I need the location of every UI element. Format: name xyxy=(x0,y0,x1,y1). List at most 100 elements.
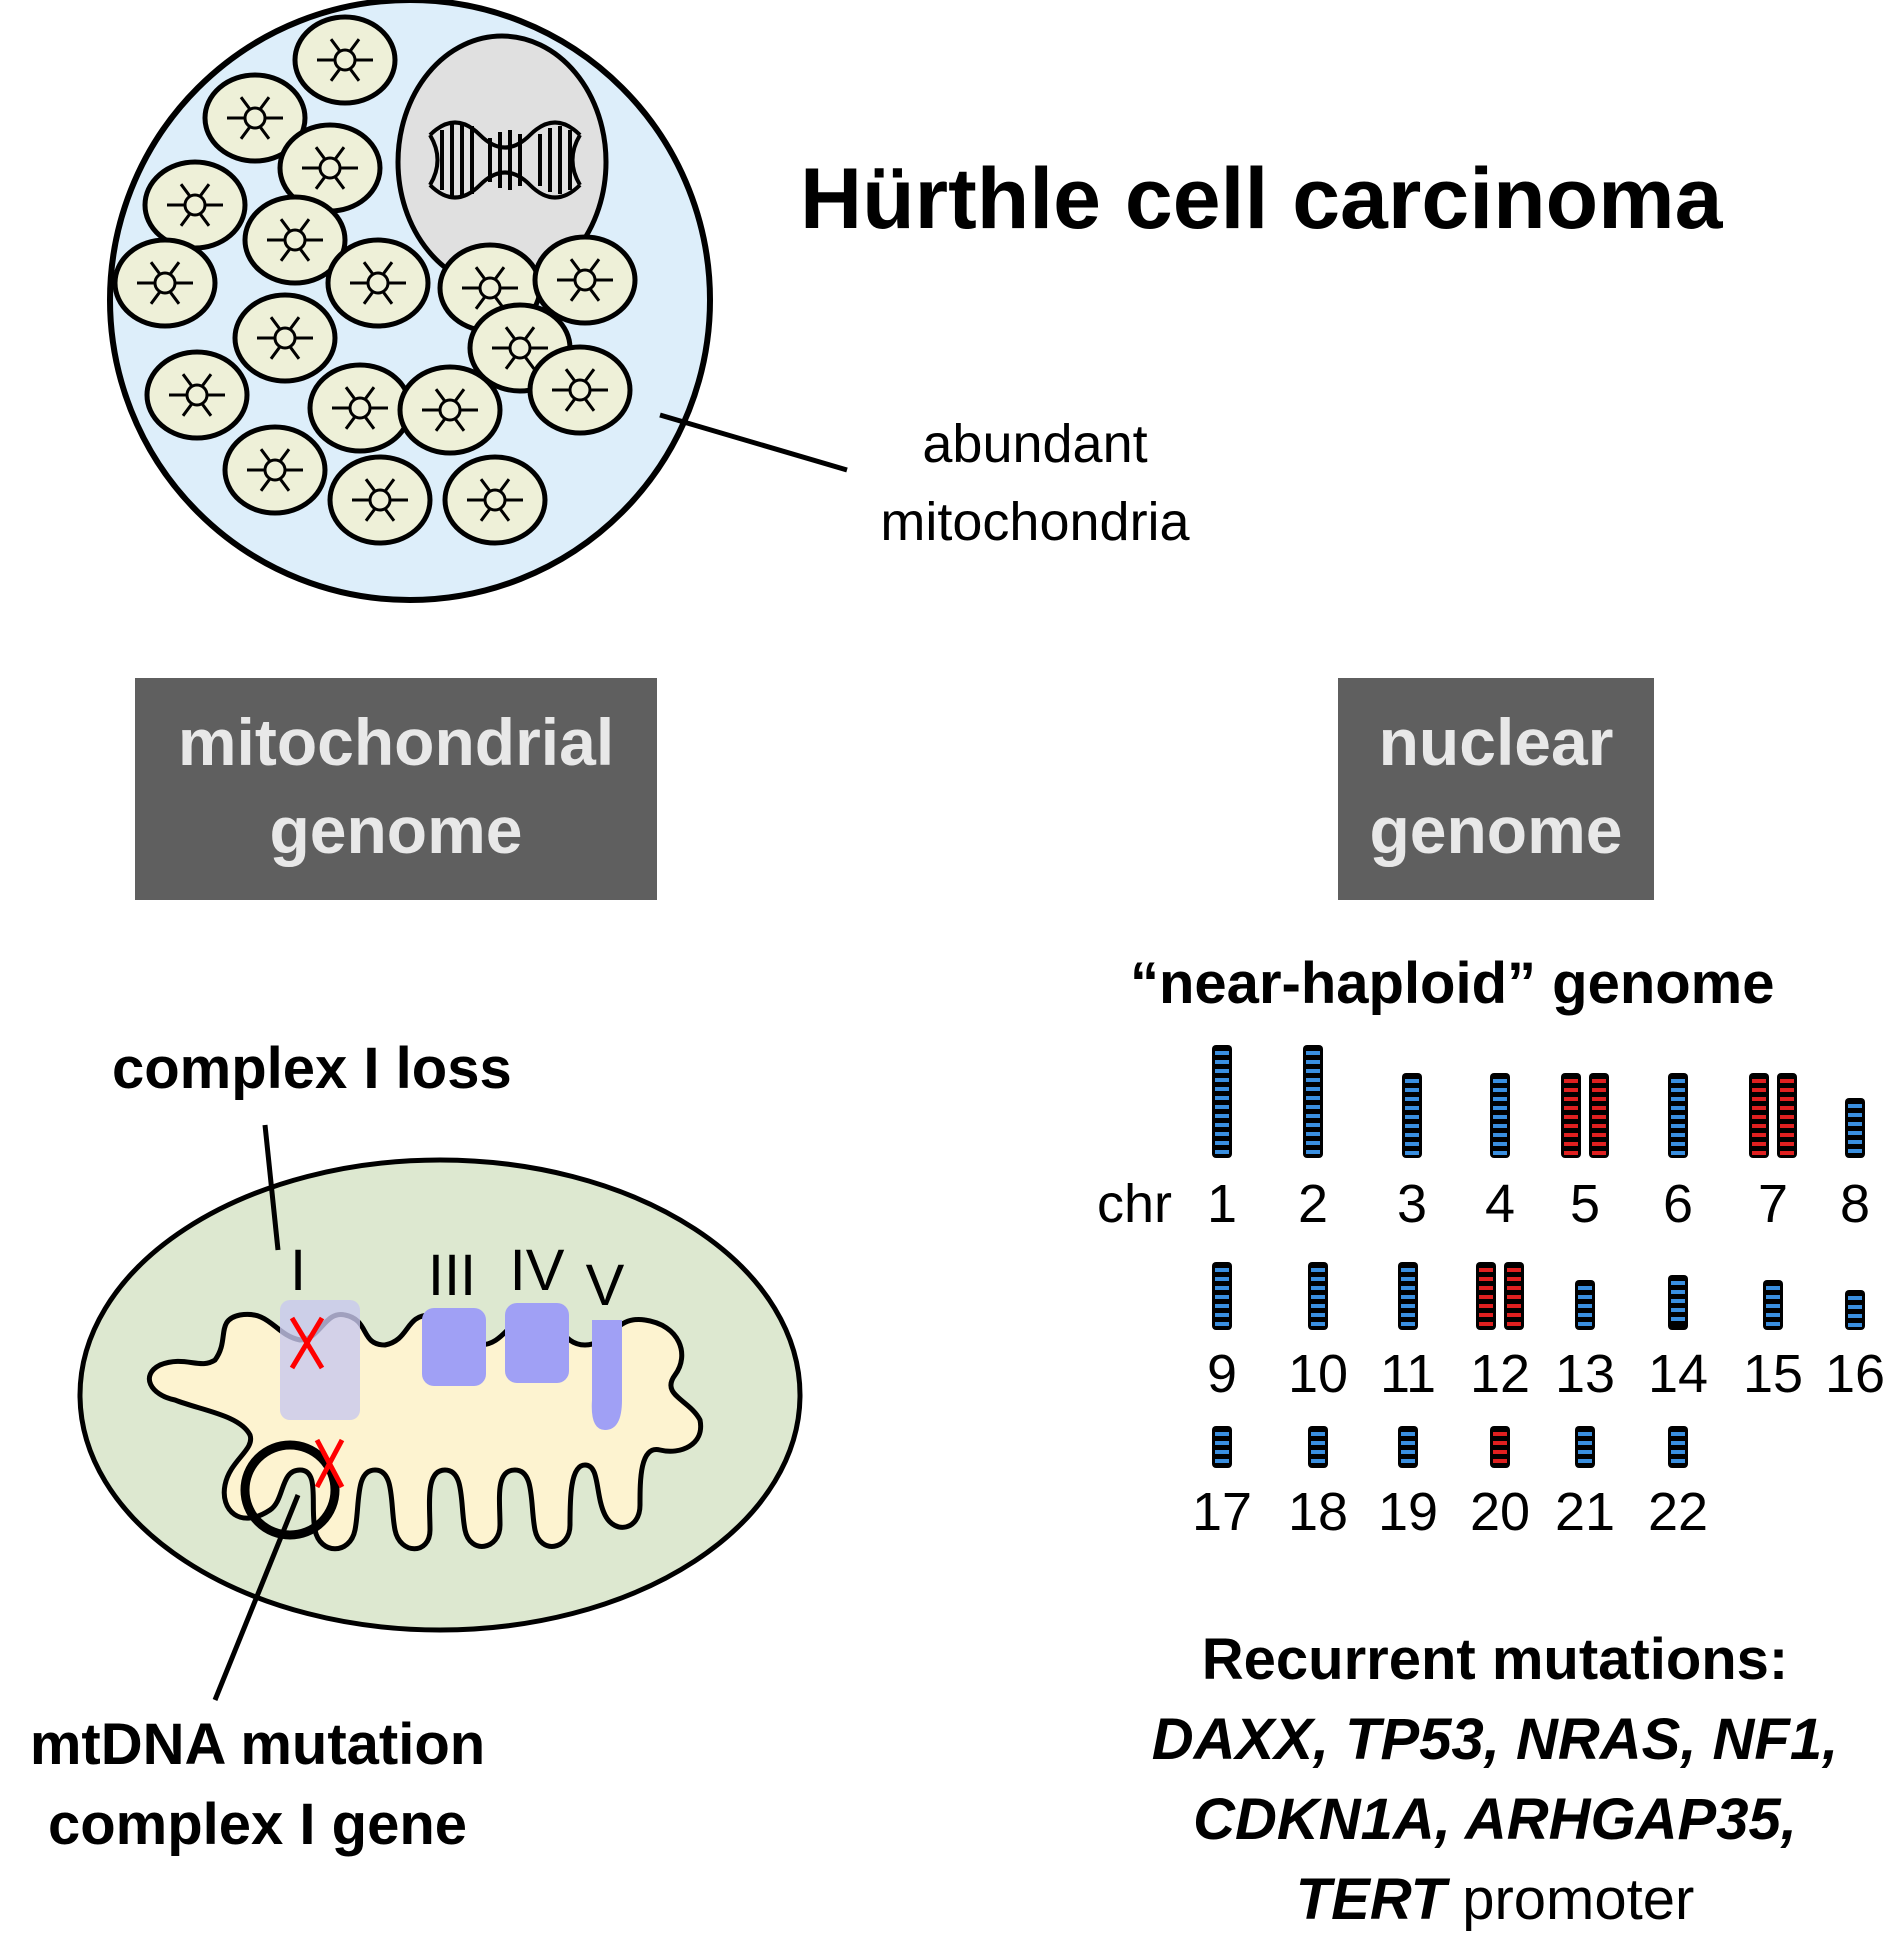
mitochondrion-icon xyxy=(327,454,433,546)
complex-loss-label: complex I loss xyxy=(112,1036,512,1101)
chromosome-17 xyxy=(1212,1426,1232,1468)
complex-iii xyxy=(422,1308,486,1386)
mitochondrion-icon xyxy=(292,14,398,106)
gene-tert: TERT xyxy=(1295,1867,1447,1932)
nuclear-box-line1: nuclear xyxy=(1378,705,1614,779)
mitochondrion-icon xyxy=(112,237,218,329)
mitochondrion-icon xyxy=(442,454,548,546)
chromosome-13 xyxy=(1575,1280,1595,1330)
chromosome-19 xyxy=(1398,1426,1418,1468)
cell-illustration xyxy=(107,0,848,603)
mito-box-line1: mitochondrial xyxy=(177,705,615,779)
chromosome-5 xyxy=(1561,1073,1609,1158)
chr-number-label: 17 xyxy=(1192,1482,1252,1542)
mitochondrion-icon xyxy=(232,292,338,384)
chr-number-label: 6 xyxy=(1663,1174,1693,1234)
complex-v xyxy=(591,1320,622,1430)
chr-number-label: 11 xyxy=(1380,1344,1436,1404)
callout-line xyxy=(659,412,848,473)
mitochondrion-icon xyxy=(397,364,503,456)
chr-number-label: 10 xyxy=(1288,1344,1348,1404)
complex-label-iv: IV xyxy=(510,1238,565,1303)
chr-number-label: 7 xyxy=(1758,1174,1788,1234)
complex-iv xyxy=(505,1303,569,1383)
nuclear-genome-box: nuclear genome xyxy=(1338,678,1654,900)
mitochondrion-icon xyxy=(242,194,348,286)
chromosome-1 xyxy=(1212,1045,1232,1158)
chr-prefix: chr xyxy=(1097,1174,1172,1234)
chromosome-16 xyxy=(1845,1290,1865,1330)
chromosome-22 xyxy=(1668,1426,1688,1468)
mito-box-line2: genome xyxy=(269,793,523,867)
complex-label-i: I xyxy=(290,1238,306,1303)
chromosome-9 xyxy=(1212,1262,1232,1330)
chr-number-label: 9 xyxy=(1207,1344,1237,1404)
mitochondrion-icon xyxy=(325,237,431,329)
chromosome-20 xyxy=(1490,1426,1510,1468)
mitochondria-callout: abundant mitochondria xyxy=(850,405,1220,561)
mitochondrion-icon xyxy=(527,344,633,436)
chr-number-label: 19 xyxy=(1378,1482,1438,1542)
chr-number-label: 15 xyxy=(1743,1344,1803,1404)
page-title: Hürthle cell carcinoma xyxy=(800,151,1723,247)
recurrent-genes-line1: DAXX, TP53, NRAS, NF1, xyxy=(1151,1707,1839,1772)
chr-number-label: 21 xyxy=(1555,1482,1615,1542)
chromosome-21 xyxy=(1575,1426,1595,1468)
mitochondrion-icon xyxy=(202,72,308,164)
nuclear-box-line2: genome xyxy=(1369,793,1623,867)
chromosome-6 xyxy=(1668,1073,1688,1158)
mitochondrion-detail: I III IV V xyxy=(77,1124,803,1701)
dna-helix-icon xyxy=(428,120,582,200)
chr-number-label: 20 xyxy=(1470,1482,1530,1542)
mitochondria-group xyxy=(112,14,638,546)
complex-loss-pointer xyxy=(262,1124,281,1251)
mitochondrial-genome-box: mitochondrial genome xyxy=(135,678,657,900)
complex-label-v: V xyxy=(586,1253,625,1318)
recurrent-genes-line2: CDKN1A, ARHGAP35, xyxy=(1193,1787,1797,1852)
chr-number-label: 12 xyxy=(1470,1344,1530,1404)
chr-number-label: 2 xyxy=(1298,1174,1328,1234)
chr-number-label: 18 xyxy=(1288,1482,1348,1542)
chromosome-8 xyxy=(1845,1098,1865,1158)
callout-line1: abundant xyxy=(922,414,1148,474)
chromosome-18 xyxy=(1308,1426,1328,1468)
recurrent-mutations: Recurrent mutations: DAXX, TP53, NRAS, N… xyxy=(1100,1620,1890,1940)
chr-number-label: 16 xyxy=(1825,1344,1885,1404)
chr-number-label: 13 xyxy=(1555,1344,1615,1404)
complex-label-iii: III xyxy=(428,1243,476,1308)
chromosome-14 xyxy=(1668,1275,1688,1330)
mtdna-label-line2: complex I gene xyxy=(47,1792,468,1857)
mtdna-label-line1: mtDNA mutation xyxy=(29,1712,486,1777)
chromosome-12 xyxy=(1476,1262,1524,1330)
mutation-x-marks xyxy=(289,1316,345,1489)
chromosome-3 xyxy=(1402,1073,1422,1158)
near-haploid-label: “near-haploid” genome xyxy=(1130,951,1775,1016)
mitochondrion-icon xyxy=(142,159,248,251)
mitochondrion-icon xyxy=(532,234,638,326)
recurrent-genes-line3: TERT promoter xyxy=(1100,1860,1890,1940)
chr-number-label: 1 xyxy=(1207,1174,1237,1234)
mitochondrion-icon xyxy=(222,424,328,516)
chr-number-label: 3 xyxy=(1397,1174,1427,1234)
callout-line2: mitochondria xyxy=(880,492,1190,552)
mitochondrion-icon xyxy=(307,362,413,454)
mtdna-pointer xyxy=(212,1494,301,1701)
chr-number-label: 22 xyxy=(1648,1482,1708,1542)
mtdna-mutation-label: mtDNA mutation complex I gene xyxy=(0,1705,515,1865)
chr-number-label: 8 xyxy=(1840,1174,1870,1234)
mitochondrion-icon xyxy=(144,349,250,441)
recurrent-heading: Recurrent mutations: xyxy=(1201,1627,1789,1692)
chromosome-15 xyxy=(1763,1280,1783,1330)
chr-number-label: 14 xyxy=(1648,1344,1708,1404)
chromosome-4 xyxy=(1490,1073,1510,1158)
chromosome-7 xyxy=(1749,1073,1797,1158)
chr-number-label: 4 xyxy=(1485,1174,1515,1234)
chromosome-11 xyxy=(1398,1262,1418,1330)
chromosome-10 xyxy=(1308,1262,1328,1330)
mtdna-circle xyxy=(240,1440,340,1540)
chromosome-2 xyxy=(1303,1045,1323,1158)
promoter-text: promoter xyxy=(1446,1867,1695,1932)
chr-number-label: 5 xyxy=(1570,1174,1600,1234)
